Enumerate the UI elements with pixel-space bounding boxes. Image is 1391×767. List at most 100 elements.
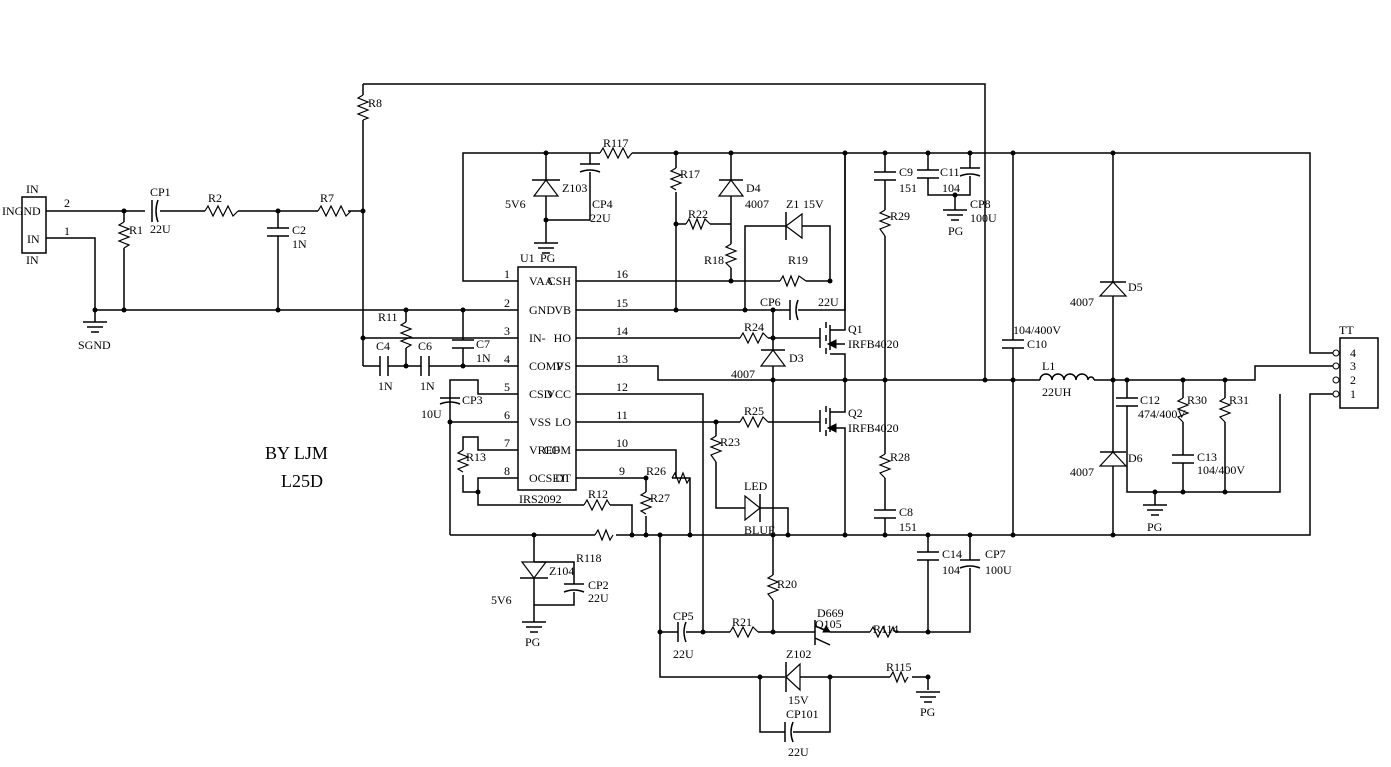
R12-symbol [583,498,611,512]
tt-pin-circles [1332,349,1340,398]
CP8-label: CP8 [970,197,991,211]
author-line2: L25D [281,471,323,491]
CP5-label: CP5 [673,609,694,623]
D5-label: D5 [1128,280,1143,294]
in-conn-gnd-label: INGND [2,204,41,218]
R27-symbol [639,491,653,515]
CP8-symbol [959,167,981,177]
capacitors [151,163,1194,743]
pg-cp8-icon [943,195,967,221]
ic-pin-name: VCC [546,387,571,401]
ic-pin-name: LO [555,415,571,429]
ic-pin-num: 4 [504,352,510,366]
L1-label: L1 [1042,359,1055,373]
CP7-symbol [959,559,981,569]
ic-pin-name: CSD [529,387,553,401]
tt-pin-3: 3 [1350,359,1356,373]
u1pg-label: PG [540,251,556,265]
CP1-symbol [151,199,159,223]
R13-symbol [456,449,470,473]
R2-symbol [204,204,239,218]
ic-pin-num: 1 [504,267,510,281]
C7-value: 1N [476,351,491,365]
tt-pin-2: 2 [1350,373,1356,387]
C10-value: 104/400V [1013,323,1061,337]
C7-label: C7 [476,337,490,351]
D4-label: D4 [746,181,761,195]
ic-pin-name: VREF [529,443,560,457]
R19-symbol [779,274,807,288]
C12-value: 474/400V [1138,407,1186,421]
R21-symbol [729,625,759,639]
Z103-label: Z103 [562,181,587,195]
C8-value: 151 [899,520,917,534]
Q105-value: D669 [817,606,844,620]
mosfets [819,322,837,436]
ic-pin-num: 7 [504,436,510,450]
R23-symbol [709,435,723,463]
R118-label: R118 [576,551,602,565]
pg-right-label: PG [1147,520,1163,534]
R19-label: R19 [788,253,808,267]
in-conn-pin2: 2 [64,196,70,210]
CP7-value: 100U [985,563,1012,577]
CP1-value: 22U [150,222,171,236]
CP4-value: 22U [590,211,611,225]
R17-symbol [669,167,683,191]
ic-pin-name: VSS [529,415,551,429]
ic-body [517,266,577,491]
C14-label: C14 [942,547,962,561]
R115-symbol [889,670,909,684]
R114-symbol [869,625,896,639]
CP7-label: CP7 [985,547,1006,561]
Z102-label: Z102 [786,647,811,661]
R11-symbol [399,321,413,349]
CP2-label: CP2 [588,578,609,592]
R28-label: R28 [890,450,910,464]
Z104-label: Z104 [549,564,574,578]
R117-symbol [599,146,633,160]
Z102-value: 15V [788,693,809,707]
CP1-label: CP1 [150,185,171,199]
R25-symbol [739,415,769,429]
R29-label: R29 [890,209,910,223]
ic-pin-num: 10 [616,436,628,450]
ic-pin-name: COM [544,443,572,457]
R22-label: R22 [688,207,708,221]
ic-pin-name: HO [554,331,572,345]
R12-label: R12 [588,487,608,501]
ic-pin-num: 13 [616,352,628,366]
C9-label: C9 [899,165,913,179]
CP5-symbol [677,621,687,643]
R1-label: R1 [129,223,143,237]
D5-value: 4007 [1070,295,1094,309]
pg-z104-icon [522,605,546,633]
ic-pin-name: OCSET [529,471,568,485]
R2-label: R2 [208,191,222,205]
ic-part: IRS2092 [519,492,562,506]
D6-symbol [1098,451,1128,467]
R11-label: R11 [378,310,398,324]
ic-pin-num: 5 [504,380,510,394]
R115-label: R115 [886,660,912,674]
CP101-value: 22U [788,745,809,759]
R17-label: R17 [680,167,700,181]
C13-value: 104/400V [1197,463,1245,477]
CP8-value: 100U [970,211,997,225]
D3-label: D3 [789,351,804,365]
ic-pin-name: GND [529,303,555,317]
R20-label: R20 [777,577,797,591]
D5-symbol [1098,281,1128,297]
C14-symbol [917,551,939,561]
R25-label: R25 [744,404,764,418]
ic-pin-num: 12 [616,380,628,394]
ic-pin-num: 3 [504,324,510,338]
R24-label: R24 [744,320,764,334]
Q1-value: IRFB4020 [848,337,899,351]
C2-symbol [267,227,289,237]
C6-label: C6 [418,339,432,353]
D3-symbol [759,349,787,367]
R117-label: R117 [603,136,629,150]
C8-label: C8 [899,505,913,519]
C4-symbol [379,356,389,376]
